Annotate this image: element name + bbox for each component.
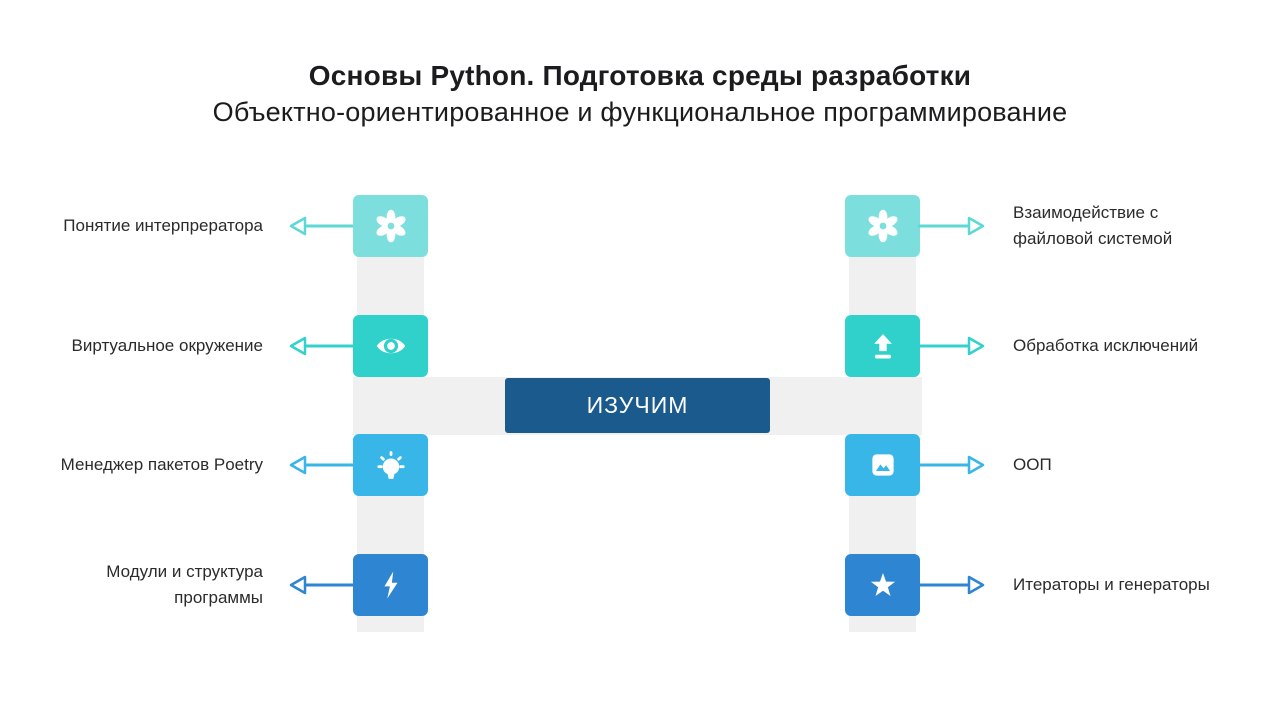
star-icon (870, 572, 895, 597)
tile-right-3 (845, 434, 920, 496)
arrow-right-icon (918, 216, 985, 236)
tile-left-4 (353, 554, 428, 616)
label-left-3: Менеджер пакетов Poetry (60, 455, 263, 474)
arrow-left-icon (289, 216, 356, 236)
label-left-1: Понятие интерпрератора (63, 216, 263, 235)
header: Основы Python. Подготовка среды разработ… (0, 58, 1280, 130)
center-label-box: ИЗУЧИМ (505, 378, 770, 433)
lightning-icon (383, 571, 398, 599)
image-icon (871, 454, 894, 476)
lightbulb-icon (376, 451, 405, 479)
arrow-right-icon (918, 336, 985, 356)
arrow-left-icon (289, 336, 356, 356)
tile-right-2 (845, 315, 920, 377)
label-right-4: Итераторы и генераторы (1013, 575, 1210, 594)
tile-left-2 (353, 315, 428, 377)
page-title: Основы Python. Подготовка среды разработ… (308, 60, 972, 91)
tile-left-3 (353, 434, 428, 496)
arrow-left-icon (289, 575, 356, 595)
tile-left-1 (353, 195, 428, 257)
label-left-2: Виртуальное окружение (71, 336, 263, 355)
center-label: ИЗУЧИМ (586, 392, 689, 418)
arrow-right-icon (918, 455, 985, 475)
gear-flower-icon (376, 209, 405, 243)
label-right-1: Взаимодействие с файловой системой (1013, 203, 1173, 248)
label-right-3: ООП (1013, 455, 1052, 474)
tile-right-4 (845, 554, 920, 616)
eye-icon (376, 338, 405, 354)
arrow-right-icon (918, 575, 985, 595)
upload-icon (873, 334, 892, 359)
page-subtitle: Объектно-ориентированное и функционально… (212, 97, 1068, 127)
arrow-left-icon (289, 455, 356, 475)
label-left-4: Модули и структура программы (106, 562, 263, 607)
gear-flower-icon (868, 209, 897, 243)
label-right-2: Обработка исключений (1013, 336, 1199, 355)
tile-right-1 (845, 195, 920, 257)
